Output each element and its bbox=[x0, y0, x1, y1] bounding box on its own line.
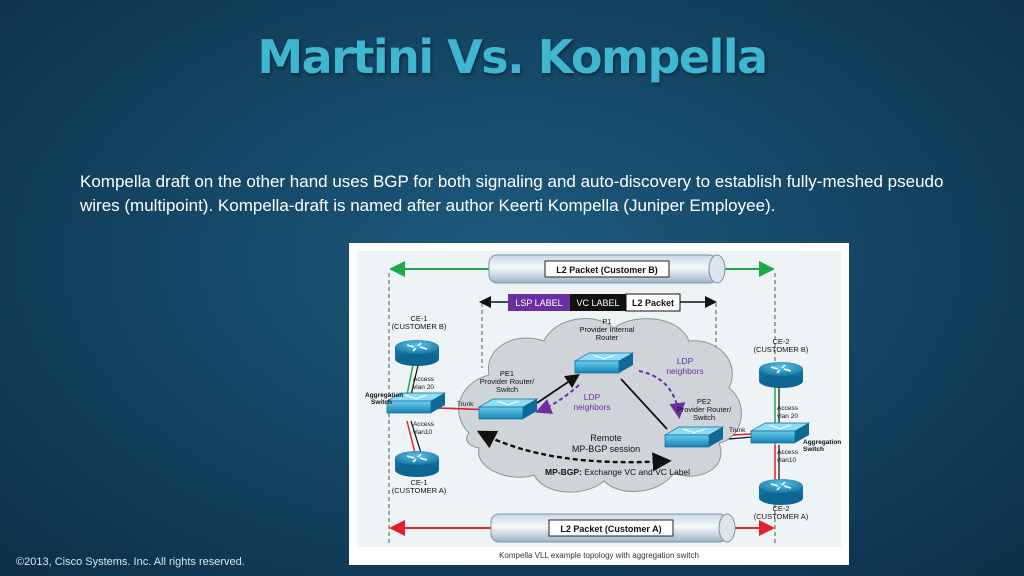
l2-packet-label: L2 Packet bbox=[632, 298, 674, 308]
ce1-b-label: CE-1(CUSTOMER B) bbox=[392, 314, 447, 331]
vc-label: VC LABEL bbox=[576, 298, 619, 308]
pipe-top-label: L2 Packet (Customer B) bbox=[556, 265, 658, 275]
trunk-left-label: Trunk bbox=[457, 401, 474, 408]
ldp-arrow-right bbox=[638, 370, 686, 419]
kompella-topology-figure: L2 Packet (Customer B) LSP LABEL VC LABE… bbox=[349, 243, 849, 565]
switch-icon bbox=[663, 426, 725, 448]
ldp-arrow-left bbox=[535, 384, 580, 414]
router-icon bbox=[759, 362, 803, 388]
mpbgp-label: MP-BGP: Exchange VC and VC Label bbox=[545, 467, 690, 477]
router-icon bbox=[759, 479, 803, 505]
ce2-b-label: CE-2(CUSTOMER B) bbox=[754, 337, 809, 354]
slide-title: Martini Vs. Kompella bbox=[257, 30, 768, 84]
lsp-label: LSP LABEL bbox=[515, 298, 562, 308]
p1-pe2-link bbox=[620, 378, 668, 430]
customer-b-pipe: L2 Packet (Customer B) bbox=[389, 254, 775, 284]
pe1-p1-link bbox=[536, 373, 580, 404]
ce2-a-label: CE-2(CUSTOMER A) bbox=[754, 504, 809, 521]
router-icon bbox=[395, 340, 439, 366]
mpbgp-session-arrow bbox=[476, 430, 672, 472]
switch-icon bbox=[573, 352, 635, 374]
label-stack: LSP LABEL VC LABEL L2 Packet bbox=[479, 293, 717, 312]
slide-body-text: Kompella draft on the other hand uses BG… bbox=[80, 172, 944, 215]
switch-icon bbox=[749, 422, 811, 444]
switch-icon bbox=[477, 398, 539, 420]
customer-a-pipe: L2 Packet (Customer A) bbox=[389, 513, 775, 543]
switch-icon bbox=[385, 392, 447, 414]
router-icon bbox=[395, 451, 439, 477]
pipe-bottom-label: L2 Packet (Customer A) bbox=[560, 524, 661, 534]
trunk-right-label: Trunk bbox=[729, 427, 746, 434]
figure-caption: Kompella VLL example topology with aggre… bbox=[499, 551, 699, 560]
ce1-a-label: CE-1(CUSTOMER A) bbox=[392, 478, 447, 495]
copyright-footer: ©2013, Cisco Systems. Inc. All rights re… bbox=[16, 556, 245, 568]
